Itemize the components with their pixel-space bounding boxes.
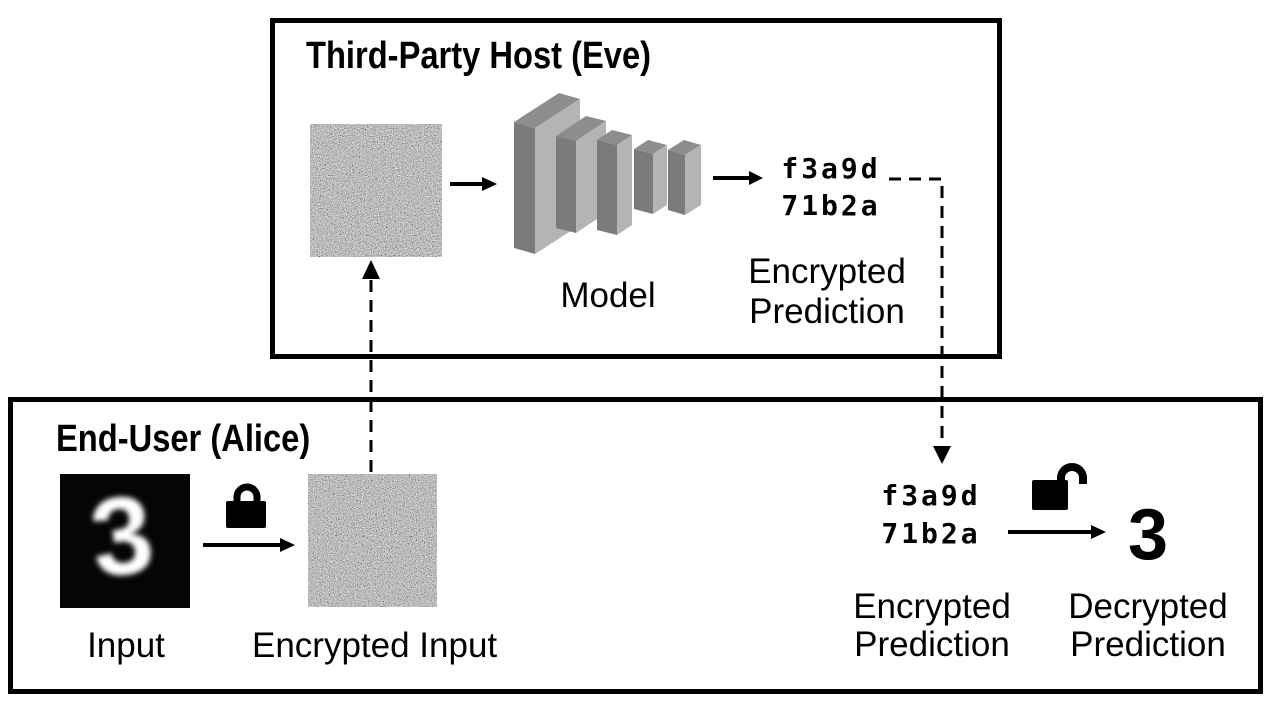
layer-front-face [597, 140, 617, 235]
layer-front-face [668, 150, 685, 215]
model-layer-5 [668, 140, 701, 215]
layer-side-face [617, 135, 632, 235]
layer-top-face [597, 130, 632, 145]
third-party-host-box [270, 18, 1002, 359]
dashed-arrow-encrypted-input-upload [362, 260, 380, 472]
host-box-title: Third-Party Host (Eve) [306, 35, 652, 77]
label-line: Encrypted [853, 587, 1011, 626]
layer-front-face [634, 149, 653, 214]
layer-side-face [685, 145, 701, 215]
encrypted-input-image-host [310, 124, 442, 257]
layer-front-face [514, 122, 535, 254]
arrow-encrypted-to-decrypted [1008, 525, 1106, 539]
hex-line: f3a9d [881, 479, 981, 512]
input-label: Input [87, 626, 165, 665]
open-lock-icon [1032, 463, 1087, 510]
input-digit-image: 3 [60, 474, 190, 608]
user-encrypted-prediction-hex: f3a9d 71b2a [873, 477, 989, 553]
host-encrypted-prediction-hex: f3a9d 71b2a [773, 150, 889, 224]
hex-line: 71b2a [881, 517, 981, 550]
dashed-arrow-prediction-return [889, 177, 951, 464]
model-layer-4 [634, 140, 667, 214]
hex-line: f3a9d [781, 152, 881, 185]
label-line: Prediction [854, 625, 1010, 664]
layer-top-face [556, 116, 606, 141]
decrypted-prediction-label: Decrypted Prediction [1048, 588, 1248, 664]
host-encrypted-prediction-label: Encrypted Prediction [727, 252, 927, 332]
layer-front-face [556, 136, 576, 233]
arrow-input-to-encrypted [203, 538, 295, 552]
label-line: Prediction [749, 292, 905, 331]
label-line: Encrypted [748, 252, 906, 291]
model-label: Model [560, 276, 656, 315]
arrow-model-to-prediction [713, 171, 763, 185]
layer-side-face [653, 145, 667, 214]
hex-line: 71b2a [781, 189, 881, 222]
model-layers [514, 93, 701, 254]
layer-top-face [634, 140, 667, 154]
layer-top-face [668, 140, 701, 155]
user-box-title: End-User (Alice) [56, 418, 311, 460]
user-encrypted-prediction-label: Encrypted Prediction [832, 588, 1032, 664]
encrypted-input-label: Encrypted Input [252, 626, 498, 665]
model-layer-3 [597, 130, 632, 235]
layer-top-face [514, 93, 580, 128]
end-user-box [8, 397, 1263, 694]
label-line: Prediction [1070, 625, 1226, 664]
handwritten-digit: 3 [84, 474, 161, 602]
label-line: Decrypted [1068, 587, 1228, 626]
encrypted-input-image-user [308, 474, 437, 607]
arrow-noise-to-model [450, 177, 497, 191]
closed-lock-icon [226, 483, 266, 528]
decrypted-prediction-digit: 3 [1127, 495, 1169, 575]
